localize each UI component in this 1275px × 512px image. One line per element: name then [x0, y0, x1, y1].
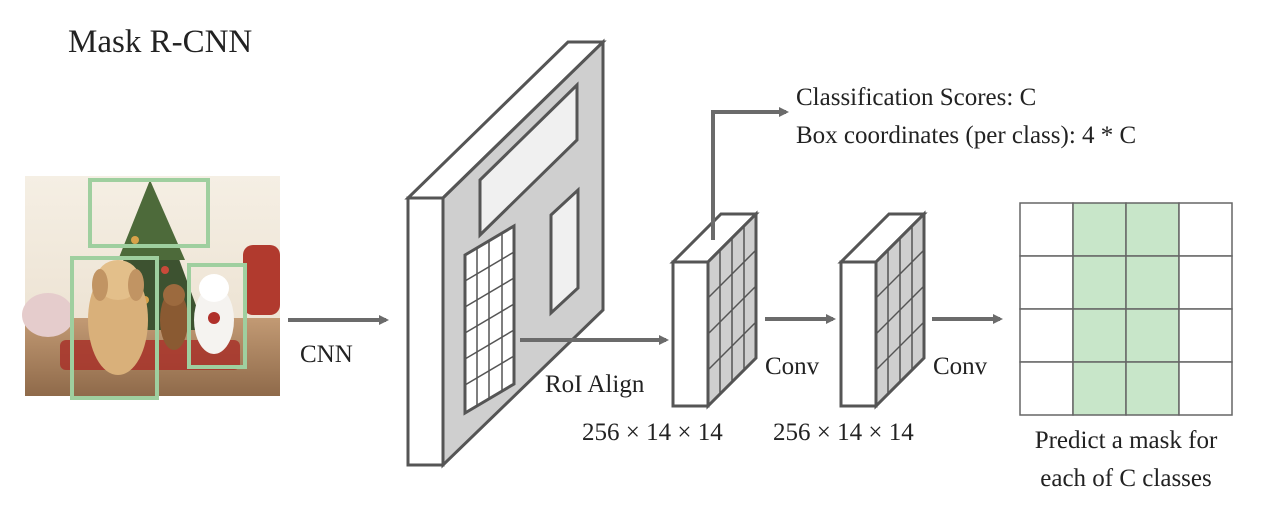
classification-branch-arrow	[711, 107, 789, 240]
mask-cell	[1178, 308, 1233, 363]
mask-cell	[1125, 308, 1180, 363]
classification-scores-label: Classification Scores: C	[796, 84, 1036, 111]
roi-align-label: RoI Align	[545, 371, 645, 398]
proposal-region-top	[478, 81, 579, 239]
mask-cell	[1019, 202, 1074, 257]
predict-mask-label-line2: each of C classes	[1040, 465, 1211, 492]
roi-feature-block-1	[669, 210, 760, 410]
mask-cell	[1125, 202, 1180, 257]
cnn-label: CNN	[300, 341, 353, 368]
mask-cell	[1072, 308, 1127, 363]
mask-cell	[1019, 255, 1074, 310]
dims-label-1: 256 × 14 × 14	[582, 419, 723, 446]
proposal-region-right	[549, 186, 580, 317]
bbox-cat	[187, 263, 247, 369]
mask-cell	[1178, 361, 1233, 416]
mask-cell	[1125, 361, 1180, 416]
mask-cell	[1125, 255, 1180, 310]
mask-cell	[1019, 361, 1074, 416]
roi-grid	[463, 223, 516, 416]
conv-label-2: Conv	[933, 353, 988, 380]
feature-map-large	[404, 38, 607, 469]
mask-output-grid	[1019, 202, 1233, 416]
box-coordinates-label: Box coordinates (per class): 4 * C	[796, 122, 1136, 149]
mask-cell	[1019, 308, 1074, 363]
predict-mask-label-line1: Predict a mask for	[1035, 427, 1218, 454]
dims-label-2: 256 × 14 × 14	[773, 419, 914, 446]
mask-cell	[1072, 202, 1127, 257]
bbox-tree	[88, 178, 210, 248]
mask-cell	[1178, 255, 1233, 310]
mask-cell	[1072, 361, 1127, 416]
input-image	[22, 176, 280, 400]
roi-feature-block-2	[837, 210, 928, 410]
mask-cell	[1178, 202, 1233, 257]
mask-cell	[1072, 255, 1127, 310]
diagram-title: Mask R-CNN	[68, 24, 252, 60]
conv-label-1: Conv	[765, 353, 820, 380]
bbox-dog	[70, 256, 159, 400]
